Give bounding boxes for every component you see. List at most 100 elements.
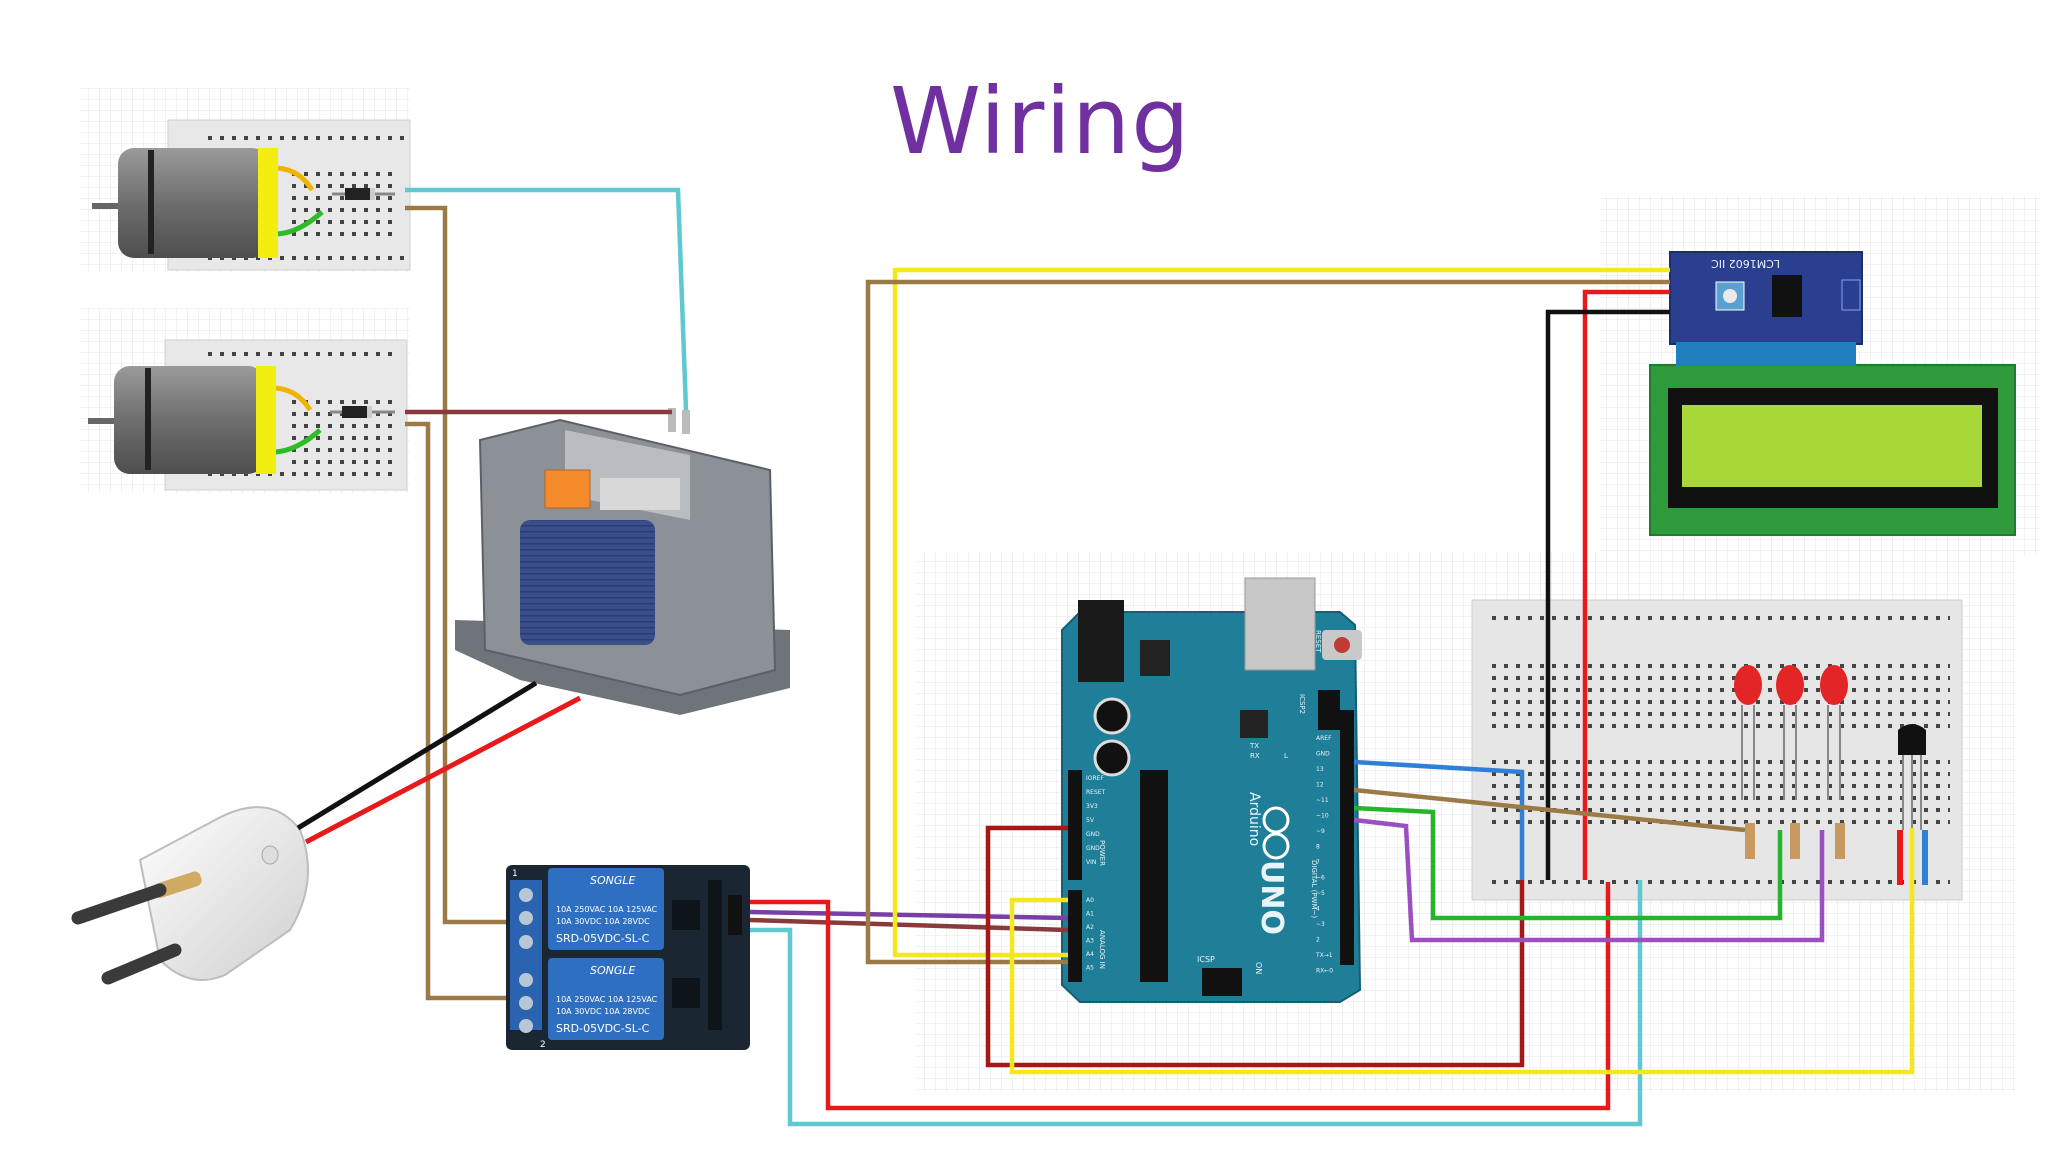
breadboard-main xyxy=(1471,599,1963,901)
pin-label: 5V xyxy=(1086,817,1095,824)
motor-terminal-cap xyxy=(256,366,276,474)
wire-red-plug xyxy=(304,695,582,845)
pin-label: A3 xyxy=(1086,938,1094,945)
wire-brown-lcd-scl xyxy=(865,279,1670,965)
led-red-2 xyxy=(1776,665,1804,800)
usb-port xyxy=(1244,577,1316,671)
plug-pin-2 xyxy=(101,943,182,985)
digital-header xyxy=(1340,710,1354,965)
dc-motor-1 xyxy=(92,148,278,258)
diode-1 xyxy=(332,188,395,200)
dc-motor-2 xyxy=(88,366,276,474)
digital-group-label: DIGITAL (PWM~) xyxy=(1310,860,1318,918)
page-title: Wiring xyxy=(890,68,1191,175)
pin-label: 12 xyxy=(1316,782,1324,789)
motor-1-assembly xyxy=(92,119,411,271)
relay-2-spec-line-1: 10A 250VAC 10A 125VAC xyxy=(556,995,658,1004)
icsp-label: ICSP xyxy=(1197,955,1215,964)
power-group-label: POWER xyxy=(1098,840,1106,866)
icsp-header xyxy=(1202,968,1242,996)
diode-2 xyxy=(330,406,395,418)
motor-terminal-cap xyxy=(258,148,278,258)
icsp2-header xyxy=(1318,690,1340,730)
pin-label: VIN xyxy=(1086,859,1096,866)
power-header xyxy=(1068,770,1082,880)
wire-green-pin-12 xyxy=(1353,805,1783,921)
pin-label: A4 xyxy=(1086,951,1094,958)
wire-red-relay-power xyxy=(750,882,1611,1111)
lcd-display: LCM1602 IIC xyxy=(1649,251,2016,536)
pin-label: 4 xyxy=(1316,906,1320,913)
i2c-backpack: LCM1602 IIC xyxy=(1669,251,1863,366)
power-jack xyxy=(1078,600,1124,682)
arduino-logo-icon xyxy=(1262,806,1290,860)
tx-label: TX xyxy=(1249,742,1259,750)
relay-channel-1-label: 1 xyxy=(512,869,518,879)
motor-body xyxy=(114,366,264,474)
arduino-brand-text: Arduino xyxy=(1246,792,1262,846)
wire-darkred-arduino-5v xyxy=(985,825,1525,1068)
pin-label: ~3 xyxy=(1316,921,1325,928)
pin-label: ~5 xyxy=(1316,890,1325,897)
pin-label: GND xyxy=(1086,845,1100,852)
relay-1-spec-line-1: 10A 250VAC 10A 125VAC xyxy=(556,905,658,914)
lcd-screen xyxy=(1682,405,1982,487)
pin-label: ~9 xyxy=(1316,828,1325,835)
pin-label: ~11 xyxy=(1316,797,1329,804)
main-breadboard xyxy=(1471,599,1963,901)
relay-1 xyxy=(548,868,664,950)
relay-1-brand: SONGLE xyxy=(590,874,636,887)
arduino-board xyxy=(1061,611,1362,1003)
wire-red-lcd-vcc xyxy=(1582,289,1670,880)
icsp2-label: ICSP2 xyxy=(1298,694,1306,714)
pin-label: TX→1 xyxy=(1315,952,1333,959)
terminal-block-orange xyxy=(544,469,591,509)
pin-label: A1 xyxy=(1086,911,1094,918)
pin-label: GND xyxy=(1316,751,1330,758)
plug-pin-1 xyxy=(71,883,167,925)
capacitor-2 xyxy=(1093,739,1131,777)
wires xyxy=(296,187,1928,1127)
wire-yellow-lcd-sda xyxy=(892,267,1670,958)
pin-label: AREF xyxy=(1316,735,1332,742)
pin-label: 2 xyxy=(1316,937,1320,944)
lcd-module-label: LCM1602 IIC xyxy=(1711,257,1780,270)
pin-label: ~6 xyxy=(1316,875,1325,882)
atmega-chip xyxy=(1140,770,1168,982)
relay-header-pins xyxy=(728,895,742,935)
l-label: L xyxy=(1284,752,1288,760)
wire-cyan-relay-gnd xyxy=(750,880,1643,1127)
pin-label: 3V3 xyxy=(1086,803,1098,810)
wire-brown-pin-13 xyxy=(1353,787,1746,833)
motor-2-assembly xyxy=(88,339,408,491)
rx-label: RX xyxy=(1250,752,1260,760)
relay-2 xyxy=(548,958,664,1040)
reset-label: RESET xyxy=(1314,630,1322,653)
relay-1-spec-line-2: 10A 30VDC 10A 28VDC xyxy=(556,917,650,926)
pin-label: RX←0 xyxy=(1316,968,1333,975)
pin-label: A5 xyxy=(1086,965,1094,972)
wire-brown-motor-1 xyxy=(405,205,506,925)
relay-2-spec-line-2: 10A 30VDC 10A 28VDC xyxy=(556,1007,650,1016)
relay-channel-2-label: 2 xyxy=(540,1040,546,1050)
resistor-3 xyxy=(1835,823,1845,859)
relay-module: SONGLE 10A 250VAC 10A 125VAC 10A 30VDC 1… xyxy=(506,865,750,1050)
analog-group-label: ANALOG IN xyxy=(1098,930,1106,969)
capacitor-1 xyxy=(1093,697,1131,735)
pin-label: A2 xyxy=(1086,924,1094,931)
on-label: ON xyxy=(1254,962,1263,974)
pin-label: ~10 xyxy=(1316,813,1329,820)
motor-body xyxy=(118,148,268,258)
pin-label: RESET xyxy=(1086,789,1106,796)
wire-blue-gnd xyxy=(1353,759,1525,880)
arduino-model-text: UNO xyxy=(1254,860,1289,935)
power-plug xyxy=(71,806,309,985)
wire-purple-relay xyxy=(749,909,1069,921)
pin-label: 13 xyxy=(1316,766,1324,773)
pin-label: 7 xyxy=(1316,859,1320,866)
wire-black-plug xyxy=(296,680,538,831)
